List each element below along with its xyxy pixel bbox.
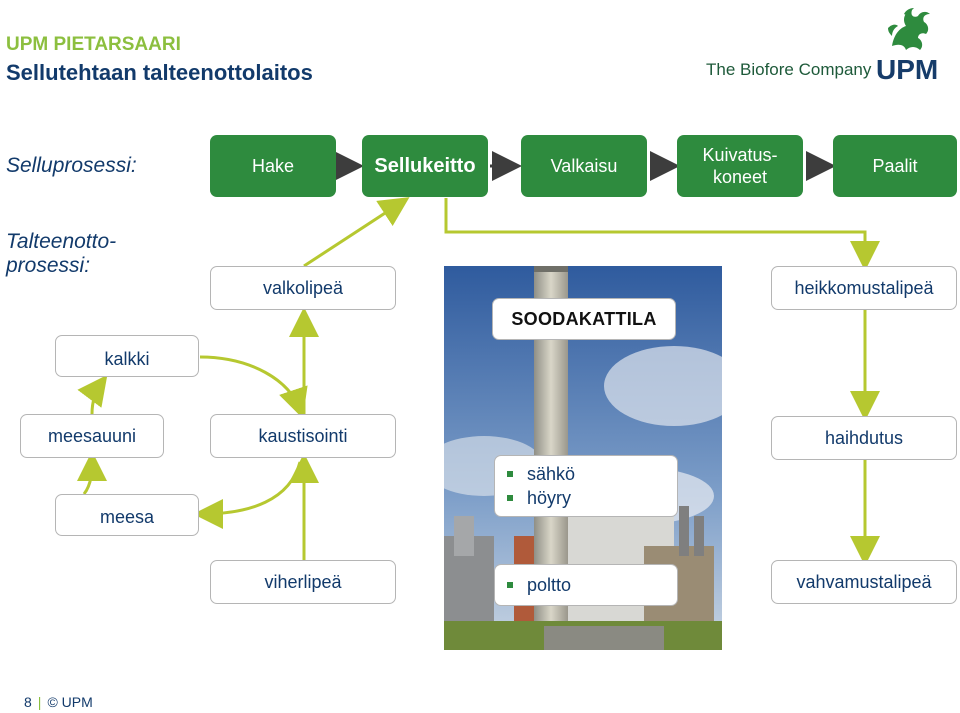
kuivatus-line2: koneet xyxy=(712,167,768,187)
row-label-talteenotto: Talteenotto- prosessi: xyxy=(6,230,116,278)
arrow-meesa-meesauuni xyxy=(76,451,107,495)
row-label-talteenotto-line2: prosessi: xyxy=(6,254,91,277)
outputs-box: sähkö höyry xyxy=(494,455,678,517)
poltto-box: poltto xyxy=(494,564,678,606)
node-haihdutus: haihdutus xyxy=(771,416,957,460)
bullet-icon xyxy=(507,495,513,501)
row-label-selluprosessi: Selluprosessi: xyxy=(6,154,137,177)
output-sahko: sähkö xyxy=(527,464,576,484)
node-kalkki: kalkki xyxy=(55,335,199,377)
arrow-kalkki-kaustisointi xyxy=(199,355,308,419)
process-box-sellukeitto: Sellukeitto xyxy=(362,135,488,197)
output-hoyry: höyry xyxy=(527,488,572,508)
arrow-valkolipea-sellukeitto xyxy=(303,197,410,268)
label-poltto: poltto xyxy=(527,575,572,595)
output-item: höyry xyxy=(507,486,665,510)
footer-copyright: © UPM xyxy=(47,694,93,710)
kuivatus-line1: Kuivatus- xyxy=(702,145,778,165)
node-meesauuni: meesauuni xyxy=(20,414,164,458)
header-kicker: UPM PIETARSAARI xyxy=(6,34,181,55)
arrow-meesauuni-kalkki xyxy=(77,374,108,415)
node-viherlipea: viherlipeä xyxy=(210,560,396,604)
arrow-kaustisointi-meesa xyxy=(193,461,302,529)
node-soodakattila: SOODAKATTILA xyxy=(492,298,676,340)
process-box-kuivatuskoneet: Kuivatus- koneet xyxy=(677,135,803,197)
page-number: 8 xyxy=(24,694,32,710)
griffin-logo-icon xyxy=(888,8,930,50)
node-vahvamustalipea: vahvamustalipeä xyxy=(771,560,957,604)
row-label-talteenotto-line1: Talteenotto- xyxy=(6,230,117,253)
brand-tagline: The Biofore Company xyxy=(706,60,872,79)
process-box-paalit: Paalit xyxy=(833,135,957,197)
upm-logo-text: UPM xyxy=(876,54,939,85)
footer-separator: | xyxy=(37,694,42,710)
node-kaustisointi: kaustisointi xyxy=(210,414,396,458)
process-box-hake: Hake xyxy=(210,135,336,197)
process-box-valkaisu: Valkaisu xyxy=(521,135,647,197)
bullet-icon xyxy=(507,471,513,477)
page-title: Sellutehtaan talteenottolaitos xyxy=(6,60,313,85)
footer: 8 | © UPM xyxy=(24,694,93,710)
output-item: sähkö xyxy=(507,462,665,486)
poltto-item: poltto xyxy=(507,573,665,597)
node-valkolipea: valkolipeä xyxy=(210,266,396,310)
bullet-icon xyxy=(507,582,513,588)
node-heikkomustalipea: heikkomustalipeä xyxy=(771,266,957,310)
node-meesa: meesa xyxy=(55,494,199,536)
arrow-to-heikkomustalipea xyxy=(444,198,880,271)
